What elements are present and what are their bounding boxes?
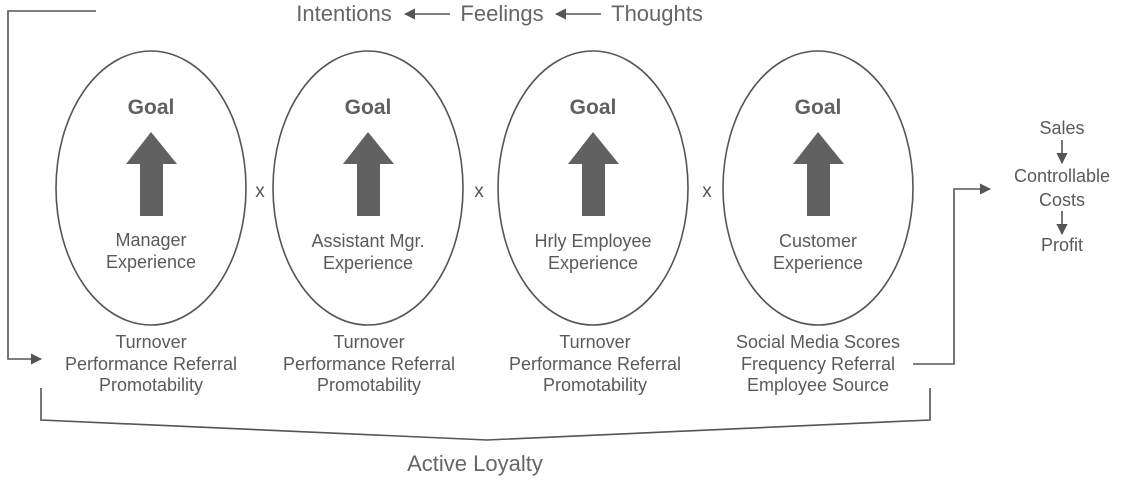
financial-connector-line [913, 183, 992, 365]
financial-sales: Sales [1039, 118, 1085, 138]
stage-ellipse-4 [722, 50, 914, 326]
stage-ellipse-3 [497, 50, 689, 326]
up-arrow-icon [126, 132, 177, 216]
multiply-sign: x [255, 181, 265, 202]
flow-label-thoughts: Thoughts [611, 1, 703, 26]
financial-profit: Profit [1040, 235, 1083, 255]
multiply-sign: x [474, 181, 484, 202]
up-arrow-icon [343, 132, 394, 216]
up-arrow-icon [568, 132, 619, 216]
feedback-loop-line [7, 10, 96, 365]
active-loyalty-bracket [40, 388, 931, 441]
stage-ellipse-1 [55, 50, 247, 326]
multiply-sign: x [702, 181, 712, 202]
goal-label: Goal [569, 96, 617, 119]
experience-label: Assistant Mgr.Experience [311, 231, 425, 273]
active-loyalty-label: Active Loyalty [407, 451, 543, 476]
goal-label: Goal [127, 96, 175, 119]
flow-label-feelings: Feelings [460, 1, 544, 26]
goal-label: Goal [794, 96, 842, 119]
goal-label: Goal [344, 96, 392, 119]
flow-label-intentions: Intentions [296, 1, 392, 26]
stage-ellipse-2 [272, 50, 464, 326]
up-arrow-icon [793, 132, 844, 216]
